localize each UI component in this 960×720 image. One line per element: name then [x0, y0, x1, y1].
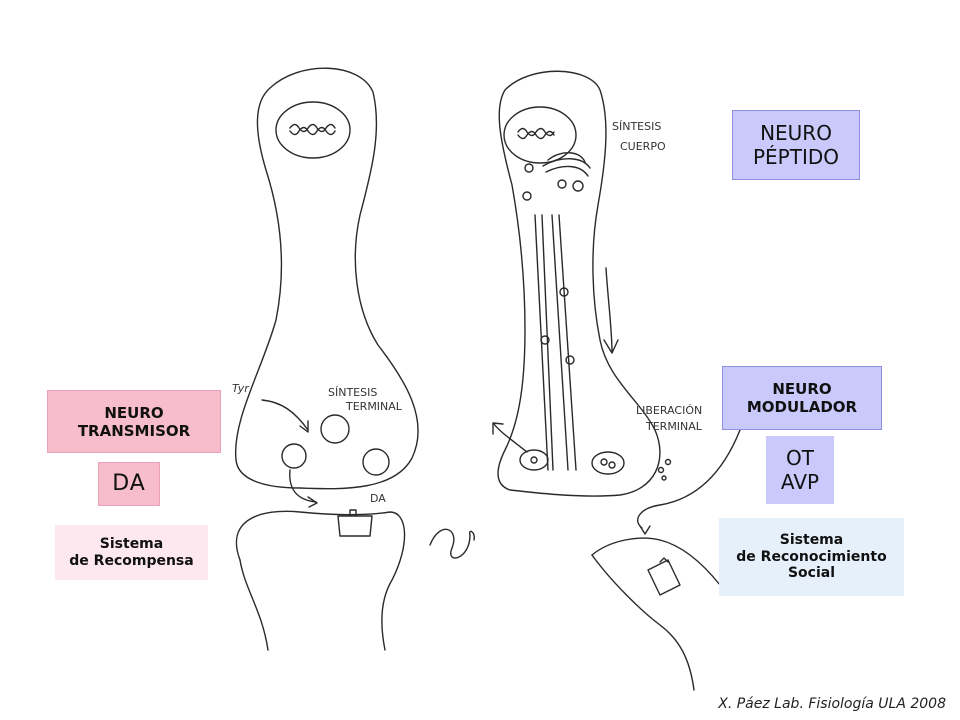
tyr-arrow [261, 399, 309, 431]
left-receptor [337, 515, 373, 537]
right-vesicle [519, 449, 549, 471]
neuromodulator-label-box: NEURO MODULADOR [722, 366, 882, 430]
left-vesicle [362, 448, 390, 476]
left-vesicle [281, 443, 307, 469]
author-credit: X. Páez Lab. Fisiología ULA 2008 [718, 696, 946, 712]
release-arrow [289, 469, 317, 503]
vasopressin-label: AVP [780, 470, 820, 494]
sketch-label-da: DA [370, 492, 386, 505]
right-nucleus [503, 106, 577, 164]
release-curve-arrow [493, 423, 528, 453]
right-neuron-outline [497, 70, 661, 497]
neurotransmitter-label-box: NEURO TRANSMISOR [47, 390, 221, 453]
right-dna [517, 127, 555, 137]
social-recognition-system-box: Sistema de Reconocimiento Social [719, 518, 904, 596]
left-vesicle [320, 414, 350, 444]
neurotransmitter-line-2: TRANSMISOR [77, 421, 191, 440]
dopamine-label-box: DA [98, 462, 160, 506]
left-neuron-outline [234, 67, 419, 490]
oxytocin-vasopressin-box: OT AVP [766, 436, 834, 504]
sketch-label-tyr: Tyr [232, 382, 250, 395]
social-system-line-1: Sistema [779, 531, 844, 548]
neuropeptide-line-2: PÉPTIDO [752, 145, 839, 169]
sketch-label-sintesis-cuerpo: SÍNTESIS [612, 120, 661, 133]
right-receptor [647, 559, 681, 596]
sketch-label-sintesis-cuerpo-2: CUERPO [620, 140, 666, 153]
sketch-label-liberacion-terminal-2: TERMINAL [645, 420, 703, 433]
sketch-label-liberacion-terminal: LIBERACIÓN [636, 404, 702, 417]
social-system-line-2: de Reconocimiento [736, 548, 887, 565]
left-postsynaptic [235, 510, 406, 651]
reward-system-line-1: Sistema [99, 535, 164, 552]
neuromodulator-line-2: MODULADOR [746, 398, 858, 416]
oxytocin-label: OT [786, 446, 814, 470]
left-dna [289, 123, 336, 133]
golgi [547, 152, 586, 163]
sketch-label-sintesis-terminal: SÍNTESIS [328, 386, 377, 399]
reward-system-box: Sistema de Recompensa [55, 525, 208, 580]
sketch-label-sintesis-terminal-2: TERMINAL [345, 400, 403, 413]
neuropeptide-label-box: NEURO PÉPTIDO [732, 110, 860, 180]
transport-arrow [605, 267, 613, 353]
left-nucleus [275, 101, 351, 159]
dopamine-label: DA [112, 470, 146, 496]
reward-system-line-2: de Recompensa [69, 552, 194, 569]
right-vesicle [591, 451, 625, 475]
social-system-line-3: Social [787, 565, 836, 582]
neurotransmitter-line-1: NEURO [104, 403, 164, 422]
right-postsynaptic [637, 429, 741, 529]
signature [429, 528, 476, 559]
neuropeptide-line-1: NEURO [760, 121, 832, 145]
neuromodulator-line-1: NEURO [772, 380, 832, 398]
